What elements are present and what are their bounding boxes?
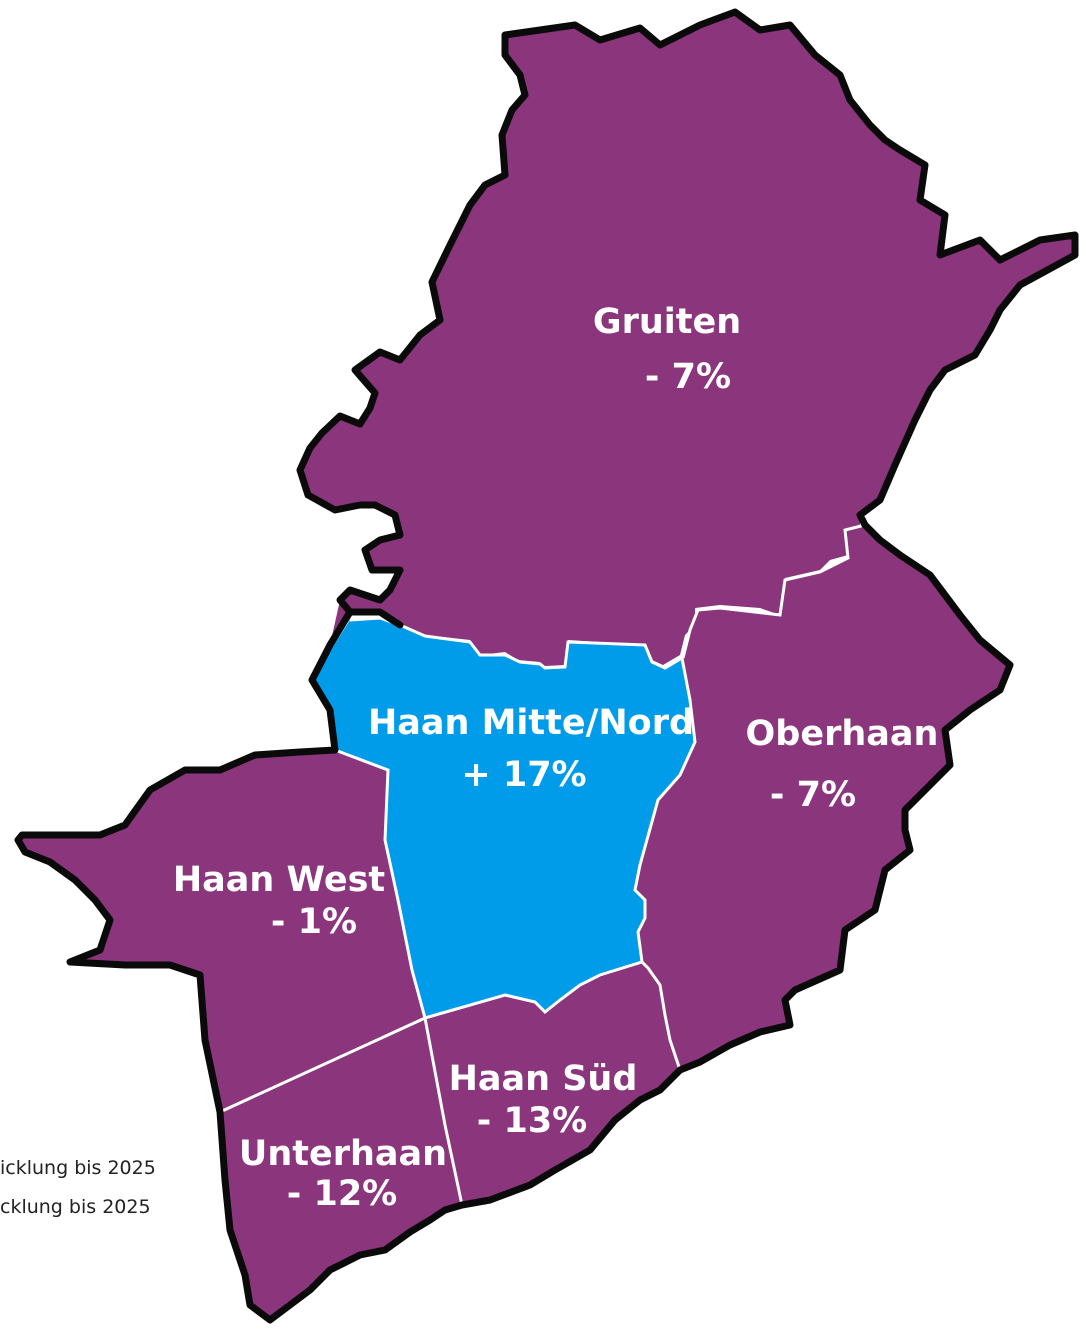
label-unterhaan-name: Unterhaan [239,1134,447,1174]
label-haan-west-name: Haan West [173,860,385,900]
label-oberhaan-name: Oberhaan [746,714,939,754]
district-labels: Gruiten - 7% Haan Mitte/Nord + 17% Oberh… [173,302,939,1214]
label-haan-sued-value: - 13% [477,1101,588,1141]
district-haan-mitte-nord[interactable] [312,618,695,1018]
label-haan-mitte-nord-value: + 17% [461,755,586,795]
label-oberhaan-value: - 7% [770,775,856,815]
label-haan-mitte-nord-name: Haan Mitte/Nord [368,703,694,743]
label-haan-west-value: - 1% [271,902,357,942]
label-unterhaan-value: - 12% [287,1174,398,1214]
district-haan-sued[interactable] [425,962,680,1205]
district-gruiten[interactable] [300,12,1075,666]
district-unterhaan[interactable] [220,1018,462,1320]
label-gruiten-value: - 7% [645,357,731,397]
legend-line-1: icklung bis 2025 [0,1157,156,1179]
district-haan-west[interactable] [18,750,425,1112]
label-haan-sued-name: Haan Süd [449,1059,638,1099]
inner-borders [219,523,866,1206]
legend-line-2: cklung bis 2025 [0,1196,151,1218]
district-oberhaan[interactable] [635,525,1010,1070]
city-boundary [14,8,1079,1324]
label-gruiten-name: Gruiten [593,302,741,342]
